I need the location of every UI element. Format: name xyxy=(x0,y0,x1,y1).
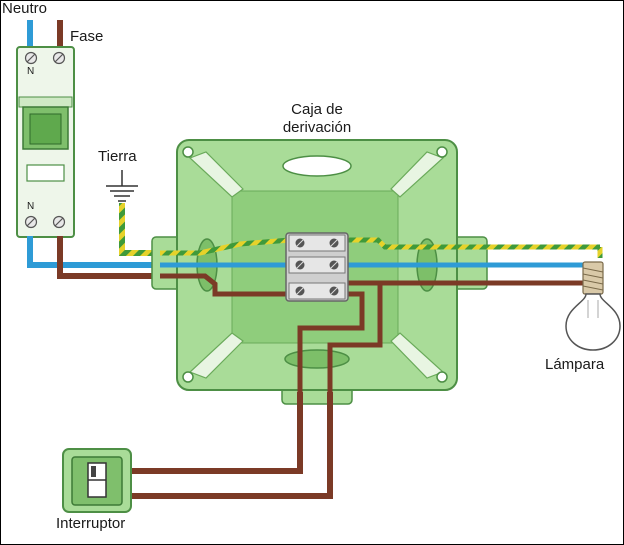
lamp-label: Lámpara xyxy=(545,356,605,373)
box-internal-wires xyxy=(160,237,600,392)
lamp xyxy=(565,247,621,351)
breaker-bottom-terminal-label: N xyxy=(27,201,35,212)
switch-wires xyxy=(128,392,333,499)
junction-box-label-line1: Caja de xyxy=(291,101,343,118)
breaker-top-terminal-label: N xyxy=(27,66,35,77)
phase-label: Fase xyxy=(70,28,104,45)
supply-wires xyxy=(27,20,63,48)
light-switch xyxy=(62,448,132,513)
circuit-breaker xyxy=(16,46,75,238)
neutral-label: Neutro xyxy=(2,0,48,17)
terminal-block xyxy=(285,232,349,302)
ground-label: Tierra xyxy=(98,148,137,165)
feed-wires xyxy=(27,236,160,279)
ground-symbol xyxy=(106,170,138,202)
ground-wire xyxy=(119,203,160,256)
junction-box-label-line2: derivación xyxy=(282,119,352,136)
switch-label: Interruptor xyxy=(56,515,126,532)
